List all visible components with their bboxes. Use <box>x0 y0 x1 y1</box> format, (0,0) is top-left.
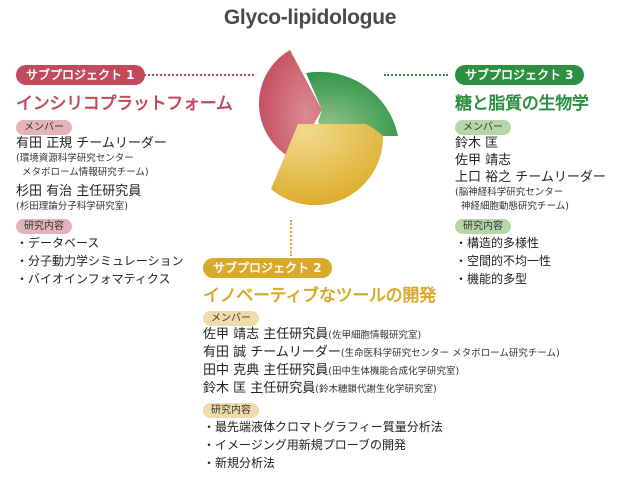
sp3-segment <box>306 71 398 136</box>
member-affiliation: (杉田理論分子科学研究室) <box>16 201 128 212</box>
member-affiliation: メタボローム情報研究チーム) <box>22 167 149 178</box>
members-label: メンバー <box>455 120 511 135</box>
research-item: ・データベース <box>16 236 100 250</box>
member-affiliation: (環境資源科学研究センター <box>16 153 134 164</box>
tri-segment-logo-icon <box>259 50 398 206</box>
sp2-connector <box>290 220 292 256</box>
research-label: 研究内容 <box>16 219 72 234</box>
members-label: メンバー <box>203 311 259 326</box>
member-name: 有田 正規 チームリーダー <box>16 136 167 151</box>
member-name: 鈴木 匡 主任研究員 <box>203 381 316 396</box>
member-row: 田中 克典 主任研究員(田中生体機能合成化学研究室) <box>203 362 560 380</box>
member-affiliation: (鈴木糖鎖代謝生化学研究室) <box>315 384 437 395</box>
research-item: ・構造的多様性 <box>455 236 540 250</box>
subproject-2-theme: イノベーティブなツールの開発 <box>203 286 436 306</box>
page-title: Glyco-lipidologue <box>223 6 397 29</box>
research-label: 研究内容 <box>455 219 511 234</box>
subproject-3: サブプロジェクト 3 糖と脂質の生物学 メンバー 鈴木 匡 佐甲 靖志 上口 裕… <box>455 64 606 288</box>
member-affiliation: (脳神経科学研究センター <box>455 187 564 198</box>
research-item: ・分子動力学シミュレーション <box>16 254 184 268</box>
subproject-3-theme: 糖と脂質の生物学 <box>455 94 589 114</box>
subproject-1-label: サブプロジェクト 1 <box>16 65 145 85</box>
member-name: 佐甲 靖志 <box>455 153 512 168</box>
research-item: ・最先端液体クロマトグラフィー質量分析法 <box>203 420 443 434</box>
member-name: 杉田 有治 主任研究員 <box>16 184 142 199</box>
member-affiliation: (佐甲細胞情報研究室) <box>328 330 422 341</box>
research-label: 研究内容 <box>203 403 259 418</box>
member-row: 鈴木 匡 主任研究員(鈴木糖鎖代謝生化学研究室) <box>203 380 560 398</box>
sp3-connector <box>384 74 448 76</box>
member-affiliation: 神経細胞動態研究チーム) <box>461 201 569 212</box>
subproject-1-theme: インシリコプラットフォーム <box>16 94 233 114</box>
research-item: ・バイオインフォマティクス <box>16 272 171 286</box>
member-affiliation: (生命医科学研究センター メタボローム研究チーム) <box>340 348 560 359</box>
subproject-3-label: サブプロジェクト 3 <box>455 65 584 85</box>
member-name: 田中 克典 主任研究員 <box>203 363 329 378</box>
research-item: ・イメージング用新規プローブの開発 <box>203 438 407 452</box>
research-item: ・機能的多型 <box>455 272 528 286</box>
subproject-1: サブプロジェクト 1 インシリコプラットフォーム メンバー 有田 正規 チームリ… <box>16 64 233 288</box>
member-row: 佐甲 靖志 主任研究員(佐甲細胞情報研究室) <box>203 326 560 344</box>
member-name: 佐甲 靖志 主任研究員 <box>203 327 329 342</box>
research-item: ・空間的不均一性 <box>455 254 552 268</box>
member-name: 上口 裕之 チームリーダー <box>455 170 606 185</box>
subproject-2: サブプロジェクト 2 イノベーティブなツールの開発 メンバー 佐甲 靖志 主任研… <box>203 257 560 472</box>
member-name: 有田 誠 チームリーダー <box>203 345 341 360</box>
member-affiliation: (田中生体機能合成化学研究室) <box>328 366 460 377</box>
sp1-connector <box>136 74 254 76</box>
sp2-segment <box>271 124 384 206</box>
subproject-2-label: サブプロジェクト 2 <box>203 258 332 278</box>
member-name: 鈴木 匡 <box>455 136 499 151</box>
research-item: ・新規分析法 <box>203 456 276 470</box>
members-label: メンバー <box>16 120 72 135</box>
member-row: 有田 誠 チームリーダー(生命医科学研究センター メタボローム研究チーム) <box>203 344 560 362</box>
